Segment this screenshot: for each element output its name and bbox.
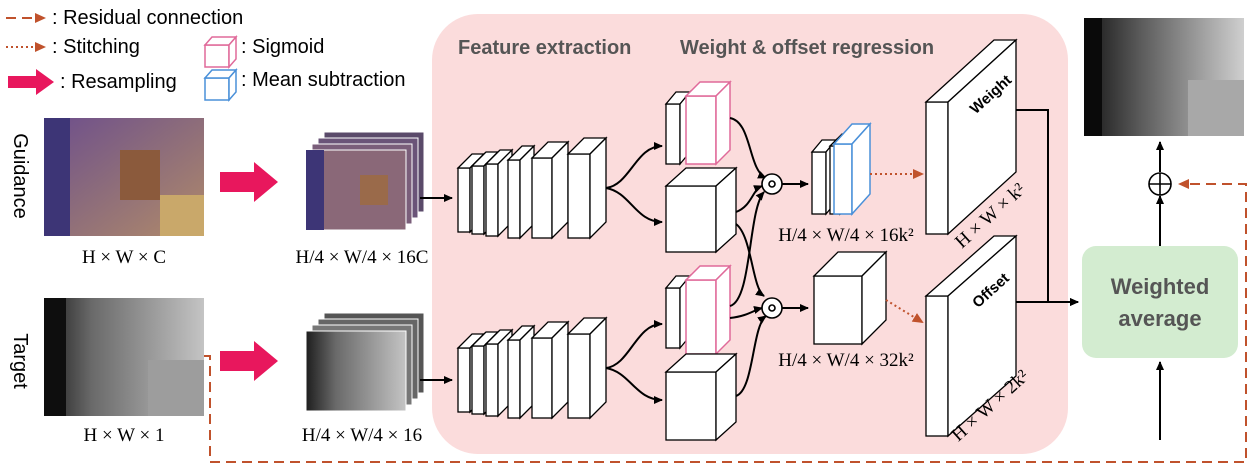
- legend: : Residual connection : Stitching : Resa…: [6, 7, 406, 102]
- target-sigmoid-to-dot2: [729, 306, 763, 319]
- guidance-sigmoid-to-dot1: [729, 117, 767, 179]
- offset-regression-dims: H/4 × W/4 × 32k²: [778, 350, 914, 371]
- offset-regression-block: [812, 250, 888, 346]
- target-plain-branch: [664, 352, 738, 442]
- legend-resampling-label: : Resampling: [60, 71, 177, 93]
- circled-plus-icon: [1148, 172, 1172, 196]
- stitching-arrow-offset: [885, 299, 924, 324]
- resampling-arrow-guidance: [220, 162, 278, 202]
- target-encoder: [456, 316, 608, 420]
- weight-regression-block: [810, 122, 872, 216]
- legend-mean-subtraction-label: : Mean subtraction: [241, 69, 406, 91]
- target-sigmoid-branch: [664, 264, 732, 356]
- target-branch-up: [605, 320, 663, 369]
- legend-stitching-label: : Stitching: [52, 36, 140, 58]
- resampled-target-dims: H/4 × W/4 × 16: [302, 425, 422, 446]
- target-label: Target: [9, 333, 31, 389]
- sigmoid-legend-icon: [203, 35, 238, 69]
- target-image: [44, 298, 204, 416]
- weight-output-block: [924, 38, 1018, 236]
- guidance-encoder: [456, 136, 608, 240]
- weighted-average-line1: Weighted: [1111, 274, 1210, 299]
- guidance-image: [44, 118, 204, 236]
- circled-dot-icon: [761, 173, 783, 195]
- offset-output-block: [924, 234, 1018, 438]
- guidance-branch-down: [605, 187, 663, 226]
- resampled-target-stack: [305, 312, 425, 412]
- mean-subtraction-legend-icon: [203, 68, 238, 102]
- resampling-legend-arrow: [8, 69, 54, 95]
- output-depth-image: [1084, 18, 1244, 136]
- guidance-plain-to-dot1: [735, 185, 763, 213]
- legend-residual-label: : Residual connection: [52, 7, 243, 29]
- target-plain-to-dot2: [735, 315, 767, 397]
- guidance-label: Guidance: [9, 133, 31, 219]
- guidance-dims: H × W × C: [82, 247, 166, 268]
- target-branch-down: [605, 367, 663, 404]
- weight-offset-regression-header: Weight & offset regression: [680, 37, 934, 59]
- resampled-guidance-dims: H/4 × W/4 × 16C: [296, 247, 429, 268]
- guidance-plain-to-dot2: [735, 223, 765, 297]
- guidance-plain-branch: [664, 166, 738, 254]
- guidance-sigmoid-branch: [664, 80, 732, 166]
- weighted-average-line2: average: [1118, 306, 1201, 331]
- resampled-guidance-stack: [305, 131, 425, 231]
- weight-regression-dims: H/4 × W/4 × 16k²: [778, 225, 914, 246]
- resampling-arrow-target: [220, 341, 278, 381]
- feature-extraction-header: Feature extraction: [458, 37, 631, 59]
- legend-sigmoid-label: : Sigmoid: [241, 36, 324, 58]
- circled-dot-icon: [761, 297, 783, 319]
- weighted-average-box: [1082, 246, 1238, 358]
- target-dims: H × W × 1: [84, 425, 165, 446]
- residual-connection: [204, 179, 1247, 463]
- guidance-branch-up: [605, 142, 663, 189]
